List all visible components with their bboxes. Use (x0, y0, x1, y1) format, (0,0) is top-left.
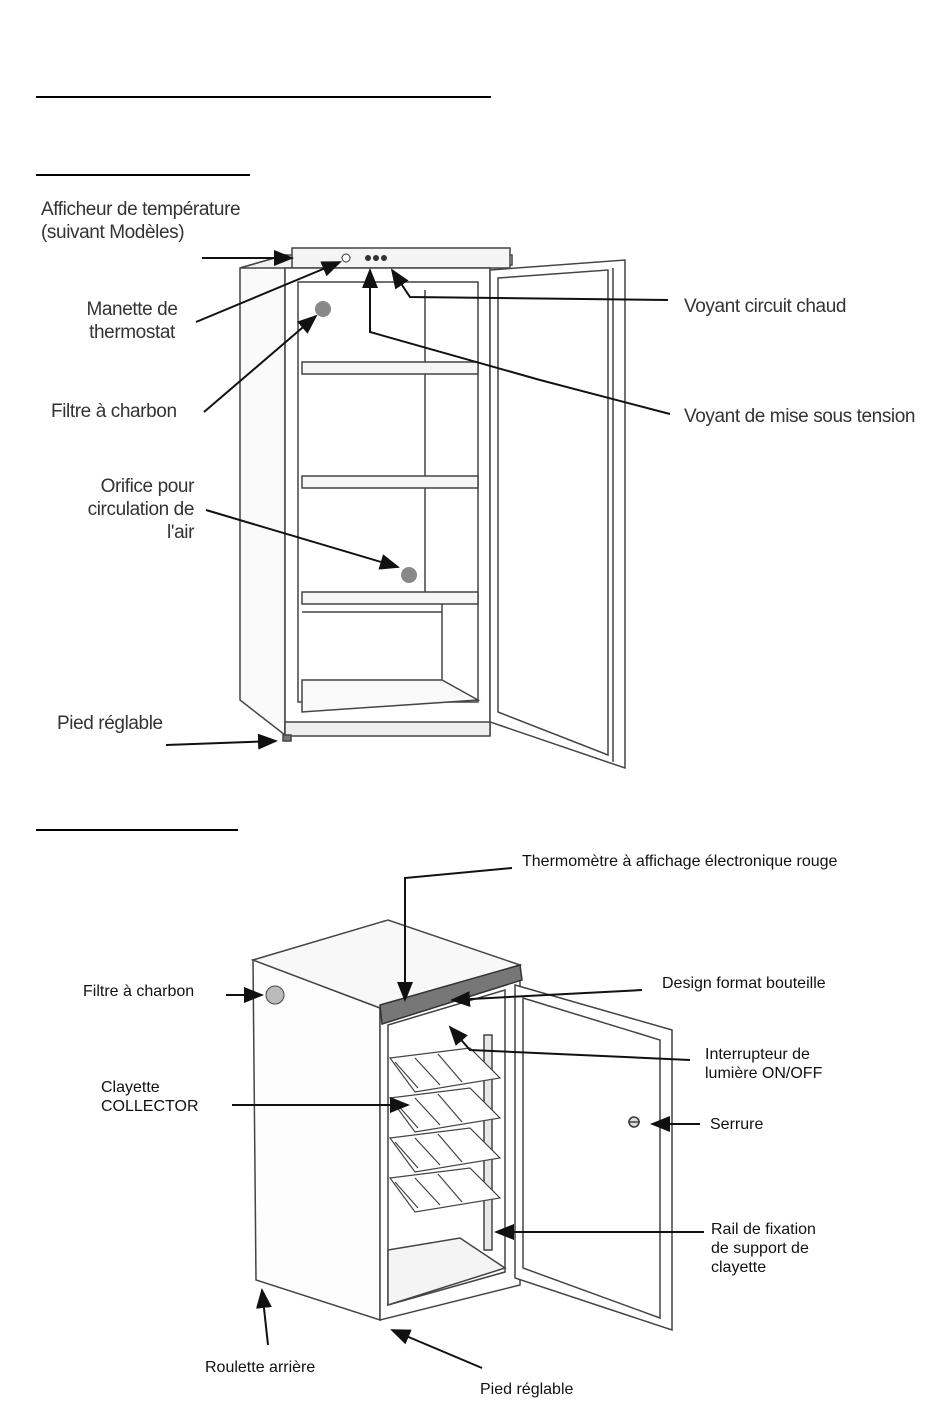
section2-rule (36, 829, 238, 831)
label-pied-reglable-1: Pied réglable (57, 713, 163, 734)
label-rail-fixation: Rail de fixation de support de clayette (711, 1221, 816, 1277)
cabinet-1 (239, 247, 626, 770)
label-orifice-air: Orifice pour circulation de l'air (87, 476, 195, 543)
label-voyant-mise-sous-tension: Voyant de mise sous tension (684, 406, 916, 427)
label-interrupteur-lumiere: Interrupteur de lumière ON/OFF (705, 1046, 823, 1083)
wine-cabinet-diagram-1 (165, 247, 671, 770)
label-manette-thermostat: Manette de thermostat (86, 299, 178, 343)
label-voyant-circuit-chaud: Voyant circuit chaud (684, 296, 847, 317)
label-clayette-collector: Clayette COLLECTOR (101, 1079, 199, 1116)
label-roulette-arriere: Roulette arrière (205, 1359, 316, 1376)
label-design-format-bouteille: Design format bouteille (662, 975, 826, 992)
section1-rule (36, 174, 250, 176)
label-filtre-charbon-1: Filtre à charbon (51, 401, 177, 422)
label-pied-reglable-2: Pied réglable (480, 1381, 574, 1398)
label-filtre-charbon-2: Filtre à charbon (83, 983, 195, 1000)
label-serrure: Serrure (710, 1116, 764, 1133)
label-thermometre-rouge: Thermomètre à affichage électronique rou… (522, 853, 838, 870)
cabinet-2 (250, 919, 673, 1332)
label-afficheur-temperature: Afficheur de température (suivant Modèle… (41, 199, 241, 243)
title-rule (36, 96, 491, 98)
clayette-collector (388, 1047, 502, 1213)
